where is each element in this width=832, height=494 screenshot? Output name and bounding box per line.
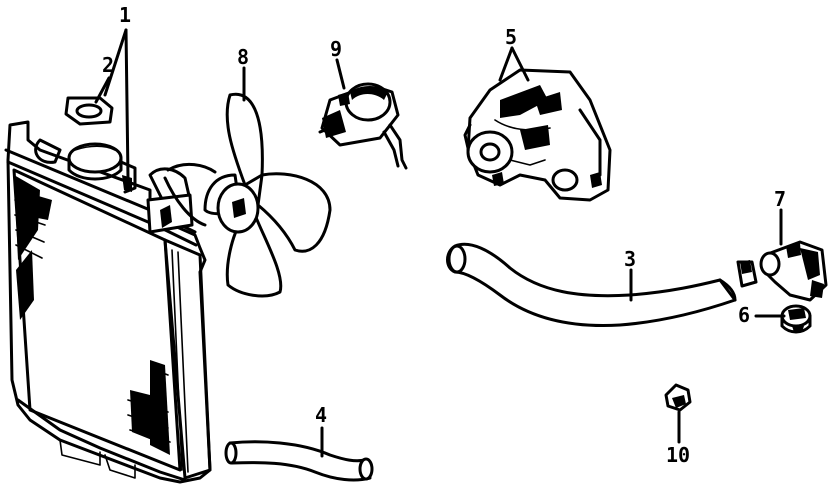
- callout-10: 10: [666, 443, 690, 467]
- hose-icon: [446, 242, 737, 327]
- radiator-icon: [4, 120, 212, 484]
- callout-4: 4: [315, 403, 327, 427]
- callout-9: 9: [330, 37, 342, 61]
- callout-1: 1: [119, 3, 131, 27]
- gasket-icon: [64, 96, 114, 126]
- housing-icon: [759, 240, 828, 302]
- clamp-icon: [736, 260, 758, 288]
- callout-2: 2: [102, 53, 114, 77]
- hose-icon: [224, 440, 374, 482]
- leader-lines: [94, 28, 786, 458]
- callout-8: 8: [237, 45, 249, 69]
- callout-5: 5: [505, 25, 517, 49]
- thermostat-icon: [780, 304, 812, 334]
- callout-3: 3: [624, 247, 636, 271]
- motor-icon: [318, 82, 408, 170]
- pump-icon: [463, 68, 612, 202]
- fan-icon: [163, 92, 332, 298]
- callout-6: 6: [738, 303, 750, 327]
- sensor-icon: [664, 383, 692, 412]
- callout-7: 7: [774, 187, 786, 211]
